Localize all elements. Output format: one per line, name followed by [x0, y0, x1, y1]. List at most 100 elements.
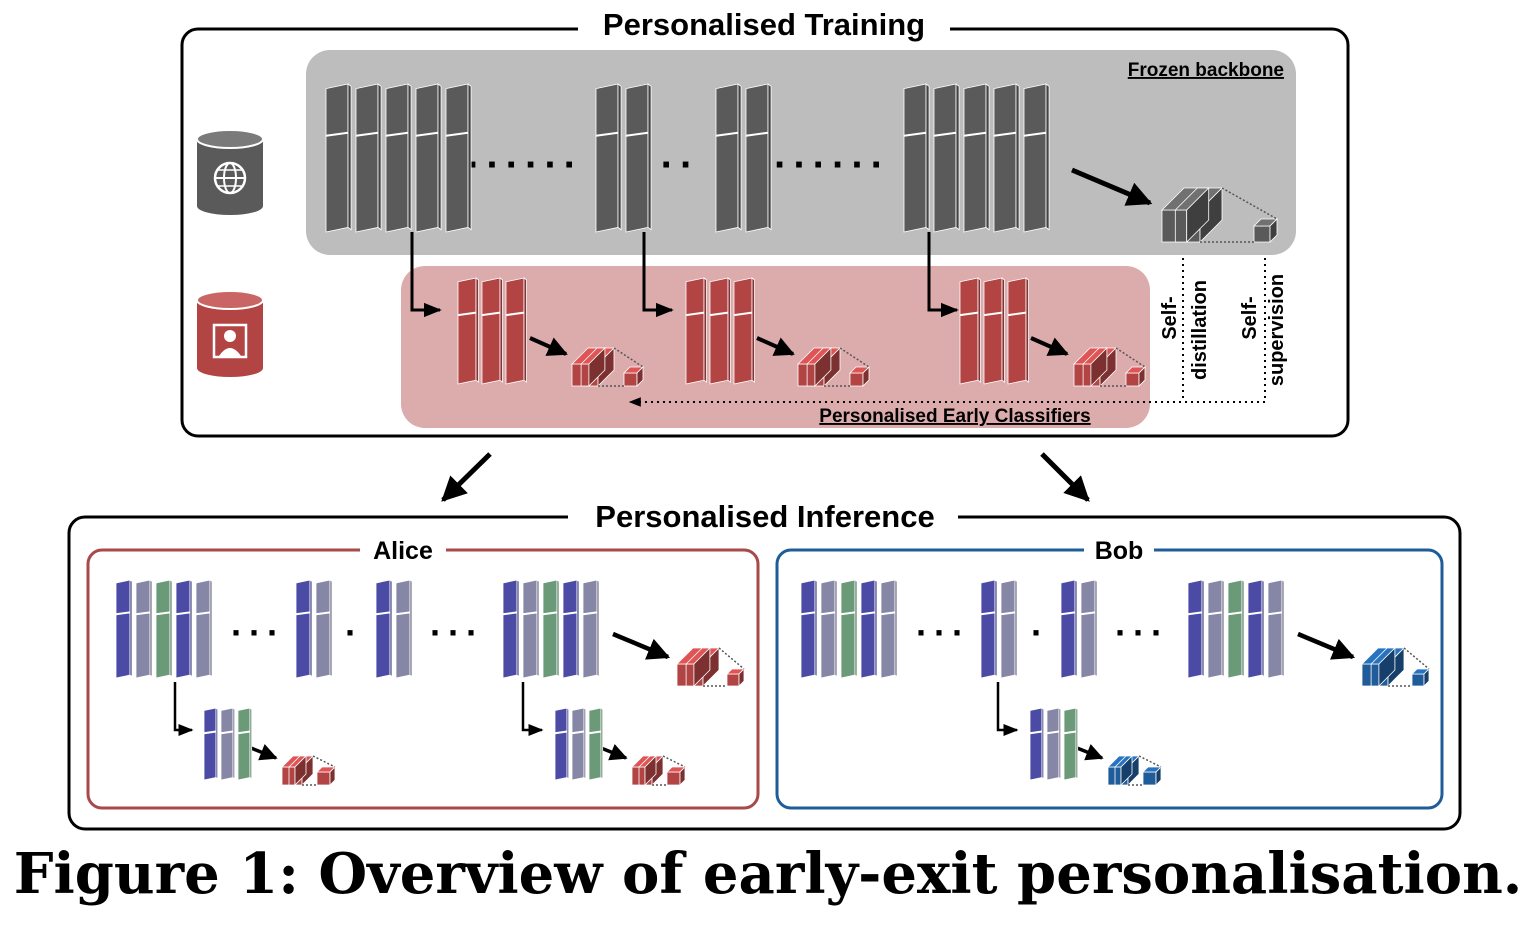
- alice-layer: [596, 579, 600, 678]
- exit-arrow: [642, 232, 674, 318]
- bob-exit-head: [1114, 766, 1122, 786]
- alice-exit-layer: [600, 707, 604, 780]
- layer-block-divider: [709, 311, 729, 317]
- alice-layer: [155, 579, 171, 679]
- ellipsis: ···: [231, 612, 285, 653]
- alice-exit-layer: [249, 707, 253, 780]
- bob-exit-head-link: [1138, 755, 1162, 768]
- early-exit-head: [1125, 372, 1140, 387]
- layer-block-divider: [502, 611, 518, 616]
- ellipsis: ······: [467, 143, 583, 187]
- alice-exit-head: [651, 755, 664, 786]
- early-head-arrow: [756, 336, 795, 356]
- early-exit-head-link: [1115, 347, 1146, 368]
- backbone-layer: [925, 83, 930, 231]
- bob-layer: [980, 579, 996, 679]
- early-exit-layer: [983, 277, 1003, 385]
- alice-exit-layer: [237, 707, 251, 781]
- layer-block-divider: [237, 730, 251, 735]
- backbone-arrow: [1071, 167, 1153, 206]
- layer-block-divider: [1000, 611, 1016, 616]
- alice-head-arrow: [612, 631, 671, 660]
- bob-final-head: [1387, 647, 1405, 687]
- layer-block-divider: [1007, 311, 1027, 317]
- layer-block-divider: [481, 311, 501, 317]
- alice-exit-layer: [215, 707, 219, 780]
- backbone-layer: [985, 83, 990, 231]
- early-exit-layer: [481, 277, 501, 385]
- backbone-layer: [955, 83, 960, 231]
- early-exit-layer: [703, 277, 707, 383]
- layer-block-divider: [415, 131, 439, 137]
- bob-layer: [1241, 579, 1245, 678]
- backbone-layer: [467, 83, 472, 231]
- backbone-layer: [963, 83, 987, 233]
- layer-block-divider: [1080, 611, 1096, 616]
- layer-block-divider: [933, 131, 957, 137]
- bob-small-arrow: [1076, 744, 1104, 761]
- bob-layer: [1221, 579, 1225, 678]
- alice-exit-arrow: [173, 682, 194, 736]
- layer-block-divider: [542, 611, 558, 616]
- layer-block-divider: [554, 730, 568, 735]
- early-exit-head: [823, 347, 841, 387]
- early-exit-head: [849, 372, 864, 387]
- layer-block-divider: [800, 611, 816, 616]
- alice-small-arrow: [250, 744, 278, 761]
- early-exit-head: [597, 347, 615, 387]
- alice-layer: [522, 579, 538, 679]
- layer-block-divider: [571, 730, 585, 735]
- layer-block-divider: [325, 131, 349, 137]
- backbone-layer: [1015, 83, 1020, 231]
- early-exit-layer: [685, 277, 705, 385]
- backbone-layer: [595, 83, 619, 233]
- self-supervision-label-b: supervision: [1266, 274, 1288, 386]
- alice-exit-layer: [588, 707, 602, 781]
- alice-exit-head: [329, 766, 336, 786]
- early-exit-head: [862, 366, 870, 387]
- bob-final-head-link: [1403, 647, 1430, 670]
- backbone-layer: [355, 83, 379, 233]
- early-exit-layer: [977, 277, 981, 383]
- early-exit-head: [1138, 366, 1146, 387]
- alice-exit-layer: [203, 707, 217, 781]
- early-exit-head: [580, 363, 590, 387]
- backbone-layer: [1045, 83, 1050, 231]
- backbone-layer: [385, 83, 409, 233]
- alice-exit-head-link: [662, 755, 686, 768]
- layer-block-divider: [1267, 611, 1283, 616]
- user-database-icon: [196, 290, 264, 377]
- alice-exit-head: [679, 766, 686, 786]
- layer-block-divider: [1187, 611, 1203, 616]
- bob-exit-layer: [1058, 707, 1062, 780]
- alice-layer: [135, 579, 151, 679]
- layer-block-divider: [1227, 611, 1243, 616]
- alice-layer: [375, 579, 391, 679]
- early-exit-layer: [523, 277, 527, 383]
- early-head-arrow: [529, 336, 568, 356]
- alice-exit-head: [294, 755, 307, 786]
- alice-exit-head: [288, 766, 296, 786]
- layer-block-divider: [1207, 611, 1223, 616]
- alice-layer: [389, 579, 393, 678]
- alice-layer: [315, 579, 331, 679]
- bob-layer: [1000, 579, 1016, 679]
- bob-layer: [840, 579, 856, 679]
- self-distillation-label-b: distillation: [1189, 280, 1211, 380]
- alice-exit-layer: [571, 707, 585, 781]
- bob-layer: [1261, 579, 1265, 678]
- layer-block-divider: [595, 131, 619, 137]
- early-exit-layer: [727, 277, 731, 383]
- bob-layer: [894, 579, 898, 678]
- layer-block-divider: [195, 611, 211, 616]
- early-exit-head: [806, 363, 816, 387]
- layer-block-divider: [1060, 611, 1076, 616]
- bob-final-head: [1370, 663, 1380, 687]
- early-exit-head: [1090, 347, 1108, 387]
- layer-block-divider: [220, 730, 234, 735]
- bob-exit-head: [1155, 766, 1162, 786]
- bob-layer: [1267, 579, 1283, 679]
- layer-block-divider: [1046, 730, 1060, 735]
- bob-final-head: [1411, 673, 1425, 687]
- self-distillation-label-a: Self-: [1159, 296, 1181, 339]
